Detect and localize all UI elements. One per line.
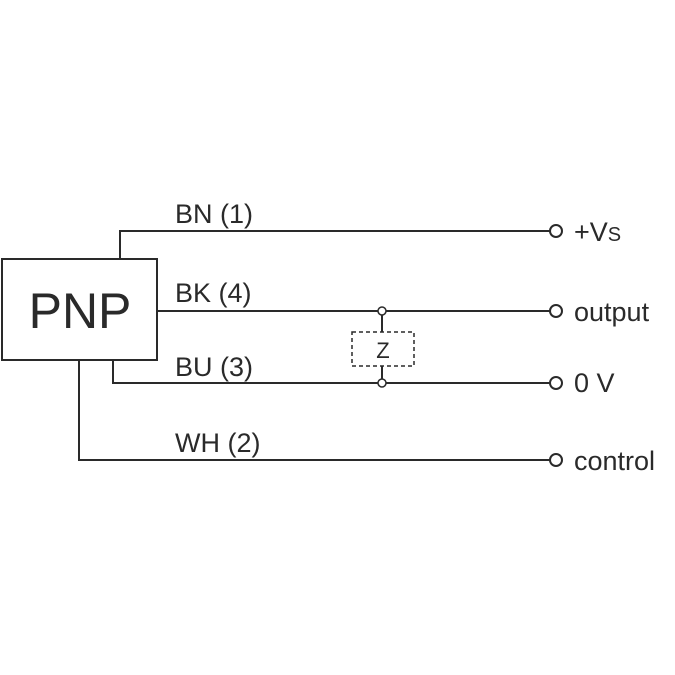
wire-label-bk: BK (4): [175, 278, 252, 308]
terminal-vs: [549, 224, 563, 238]
terminal-label-output: output: [574, 297, 650, 327]
wire-label-wh: WH (2): [175, 428, 260, 458]
sensor-label: PNP: [29, 283, 132, 339]
terminal-0v: [549, 376, 563, 390]
load-node-bottom: [377, 378, 387, 388]
load-box: [351, 331, 415, 367]
wire-label-bu: BU (3): [175, 352, 253, 382]
load-label: Z: [376, 338, 389, 363]
terminal-output: [549, 304, 563, 318]
terminal-label-0v: 0 V: [574, 368, 615, 398]
terminal-control: [549, 453, 563, 467]
terminal-label-vs: +VS: [574, 217, 621, 247]
wire-label-bn: BN (1): [175, 199, 253, 229]
wire-wh: [78, 360, 550, 461]
wire-bn: [119, 230, 550, 259]
terminal-label-control: control: [574, 446, 655, 476]
load-node-top: [377, 306, 387, 316]
sensor-box: [1, 258, 158, 361]
wire-bu: [112, 360, 550, 384]
